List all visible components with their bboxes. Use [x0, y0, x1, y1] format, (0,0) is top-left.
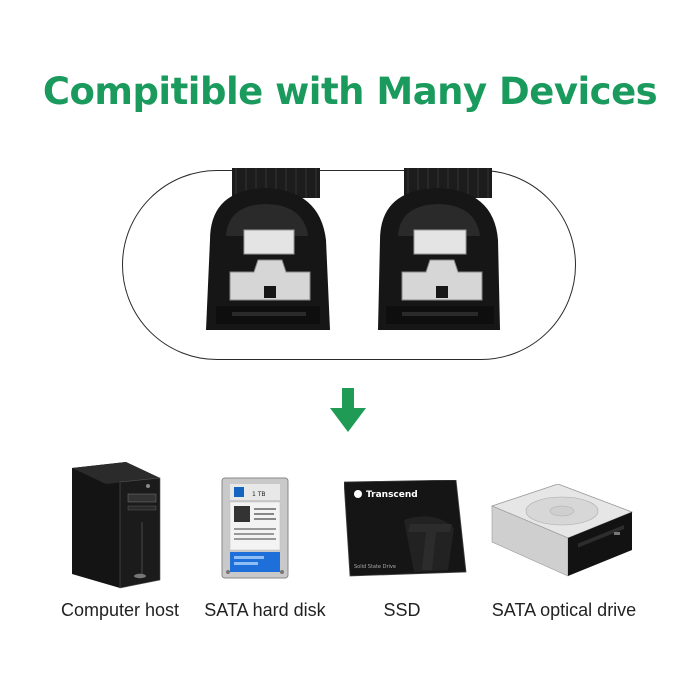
connector-frame	[122, 170, 576, 360]
ssd-brand-text: Transcend	[366, 490, 418, 500]
sata-connector-right	[378, 168, 500, 330]
ssd-subtitle-text: Solid State Drive	[354, 564, 396, 570]
computer-host-image	[72, 462, 161, 589]
hdd-capacity-text: 1 TB	[252, 491, 266, 498]
device-label-computer-host: Computer host	[60, 600, 180, 620]
page-title: Compitible with Many Devices	[42, 70, 658, 113]
ssd-image: Transcend Solid State Drive	[344, 480, 467, 577]
arrow-down-icon	[330, 388, 366, 432]
arrow-shaft	[342, 388, 354, 412]
device-label-ssd: SSD	[383, 600, 421, 620]
arrow-head	[330, 408, 366, 432]
sata-connector-left	[206, 168, 330, 330]
hard-disk-image: 1 TB	[221, 477, 289, 579]
device-label-sata-optical-drive: SATA optical drive	[491, 600, 637, 620]
device-label-sata-hard-disk: SATA hard disk	[204, 600, 326, 620]
optical-drive-image	[490, 484, 634, 577]
